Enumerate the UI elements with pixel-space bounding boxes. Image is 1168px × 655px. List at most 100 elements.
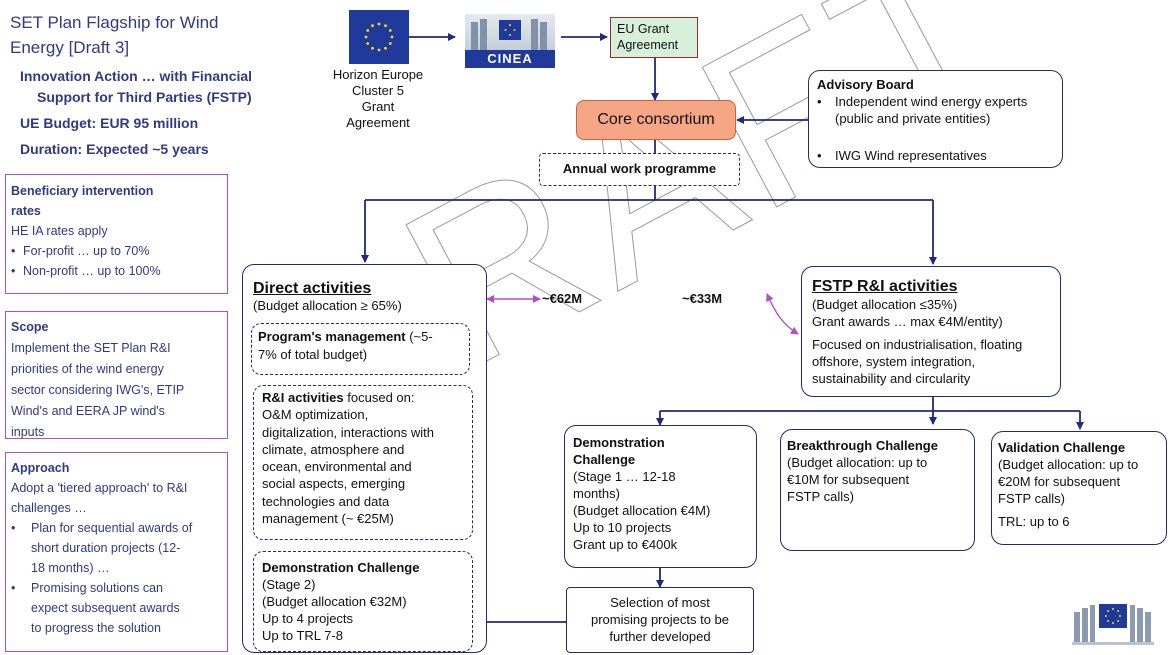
- ri-line: digitalization, interactions with: [262, 424, 434, 440]
- fstp-line: Grant awards … max €4M/entity): [812, 314, 1003, 329]
- mgmt-line: 7% of total budget): [258, 347, 368, 362]
- summary-line: Support for Third Parties (FSTP): [37, 89, 252, 105]
- horizon-line: Horizon Europe: [332, 67, 424, 82]
- ri-bold: R&I activities: [262, 390, 344, 405]
- approach-item-line: 18 months) …: [31, 561, 110, 575]
- scope-line: Wind's and EERA JP wind's: [11, 404, 165, 418]
- ri-line: management (~ €25M): [262, 511, 394, 527]
- approach-intro: challenges …: [11, 501, 87, 515]
- advisory-line: (public and private entities): [835, 111, 991, 126]
- approach-item: Plan for sequential awards of short dura…: [11, 518, 222, 578]
- scope-line: sector considering IWG's, ETIP: [11, 383, 185, 397]
- breakthrough-heading: Breakthrough Challenge: [787, 438, 938, 453]
- summary-line: Duration: Expected ~5 years: [20, 141, 209, 157]
- scope-line: inputs: [11, 425, 45, 439]
- validation-heading: Validation Challenge: [998, 440, 1126, 455]
- scope-box: Scope Implement the SET Plan R&I priorit…: [5, 311, 228, 439]
- advisory-board-box: Advisory Board Independent wind energy e…: [808, 70, 1063, 168]
- ri-line: social aspects, emerging: [262, 476, 406, 492]
- demo-stage1-heading: Demonstration: [573, 435, 665, 450]
- rates-heading: rates: [11, 204, 41, 218]
- approach-item-line: short duration projects (12-: [31, 541, 181, 555]
- european-commission-logo: [1072, 604, 1154, 645]
- demo-stage2-box: Demonstration Challenge (Stage 2) (Budge…: [253, 551, 473, 652]
- demo-stage1-box: Demonstration Challenge (Stage 1 … 12-18…: [564, 425, 757, 568]
- commission-building-icon: [471, 19, 547, 50]
- validation-line: €20M for subsequent: [998, 474, 1121, 489]
- breakthrough-line: (Budget allocation: up to: [787, 455, 928, 470]
- summary-line: Innovation Action … with Financial: [20, 68, 253, 84]
- selection-line: Selection of most: [610, 595, 710, 610]
- selection-line: further developed: [609, 629, 711, 644]
- ri-rest: focused on:: [343, 390, 415, 405]
- horizon-line: Grant: [361, 99, 395, 114]
- demo-stage2-line: Up to 4 projects: [262, 611, 354, 626]
- annual-work-programme-label: Annual work programme: [562, 161, 717, 176]
- cinea-logo: CINEA: [465, 14, 555, 68]
- advisory-item: IWG Wind representatives: [817, 147, 1054, 164]
- approach-heading: Approach: [11, 461, 70, 475]
- demo-stage2-line: (Budget allocation €32M): [262, 594, 407, 609]
- demo-stage2-line: Up to TRL 7-8: [262, 628, 343, 643]
- demo-stage1-line: months): [573, 486, 620, 501]
- demo-stage1-heading: Challenge: [573, 452, 636, 467]
- direct-heading: Direct activities: [253, 280, 372, 297]
- approach-intro: Adopt a 'tiered approach' to R&I: [11, 481, 188, 495]
- selection-box: Selection of most promising projects to …: [566, 587, 754, 653]
- direct-budget: (Budget allocation ≥ 65%): [253, 298, 402, 313]
- scope-heading: Scope: [11, 320, 49, 334]
- ri-line: technologies and data: [262, 493, 390, 509]
- eu-flag-icon: [349, 10, 409, 64]
- validation-line: FSTP calls): [998, 491, 1065, 506]
- approach-box: Approach Adopt a 'tiered approach' to R&…: [5, 452, 228, 652]
- rates-heading: Beneficiary intervention: [11, 184, 154, 198]
- grant-line: Agreement: [617, 38, 679, 52]
- project-summary: Innovation Action … with Financial Suppo…: [20, 66, 252, 160]
- validation-challenge-box: Validation Challenge (Budget allocation:…: [991, 431, 1167, 545]
- fstp-line: (Budget allocation ≤35%): [812, 297, 958, 312]
- demo-stage2-line: (Stage 2): [262, 577, 316, 592]
- program-management-box: Program's management (~5- 7% of total bu…: [251, 323, 470, 375]
- approach-item-line: to progress the solution: [31, 621, 161, 635]
- breakthrough-line: €10M for subsequent: [787, 472, 910, 487]
- rates-item: Non-profit … up to 100%: [11, 261, 222, 281]
- cinea-label: CINEA: [465, 50, 555, 68]
- validation-trl: TRL: up to 6: [998, 514, 1070, 529]
- advisory-line: Independent wind energy experts: [835, 94, 1028, 109]
- fstp-heading: FSTP R&I activities: [812, 278, 958, 295]
- rates-item: For-profit … up to 70%: [11, 241, 222, 261]
- breakthrough-line: FSTP calls): [787, 489, 854, 504]
- selection-line: promising projects to be: [590, 612, 729, 627]
- approach-item-line: Plan for sequential awards of: [31, 521, 193, 535]
- ri-line: ocean, environmental and: [262, 459, 412, 475]
- ri-line: climate, atmosphere and: [262, 441, 405, 457]
- title-line-1: SET Plan Flagship for Wind: [10, 13, 219, 32]
- grant-line: EU Grant: [617, 22, 670, 36]
- advisory-heading: Advisory Board: [817, 77, 914, 92]
- approach-item: Promising solutions can expect subsequen…: [11, 578, 222, 638]
- horizon-grant-label: Horizon Europe Cluster 5 Grant Agreement: [328, 67, 428, 131]
- demo-stage2-heading: Demonstration Challenge: [262, 560, 420, 575]
- mgmt-bold: Program's management: [258, 329, 406, 344]
- demo-stage1-line: Up to 10 projects: [573, 520, 672, 535]
- horizon-line: Agreement: [346, 115, 410, 130]
- demo-stage1-line: (Stage 1 … 12-18: [573, 469, 676, 484]
- scope-line: Implement the SET Plan R&I: [11, 341, 171, 355]
- validation-line: (Budget allocation: up to: [998, 457, 1139, 472]
- approach-item-line: expect subsequent awards: [31, 601, 180, 615]
- title-line-2: Energy [Draft 3]: [10, 38, 130, 57]
- advisory-item: Independent wind energy experts (public …: [817, 93, 1054, 127]
- ri-line: O&M optimization,: [262, 407, 369, 423]
- eu-stars-icon: [364, 22, 394, 52]
- core-consortium-box: Core consortium: [576, 100, 736, 140]
- demo-stage1-line: (Budget allocation €4M): [573, 503, 711, 518]
- beneficiary-rates-box: Beneficiary intervention rates HE IA rat…: [5, 174, 228, 294]
- approach-item-line: Promising solutions can: [31, 581, 164, 595]
- breakthrough-challenge-box: Breakthrough Challenge (Budget allocatio…: [780, 429, 975, 551]
- horizon-line: Cluster 5: [351, 83, 405, 98]
- split-right-label: ~€33M: [682, 291, 723, 306]
- fstp-line: Focused on industrialisation, floating: [812, 337, 1023, 352]
- core-consortium-label: Core consortium: [597, 111, 715, 128]
- fstp-line: offshore, system integration,: [812, 354, 976, 369]
